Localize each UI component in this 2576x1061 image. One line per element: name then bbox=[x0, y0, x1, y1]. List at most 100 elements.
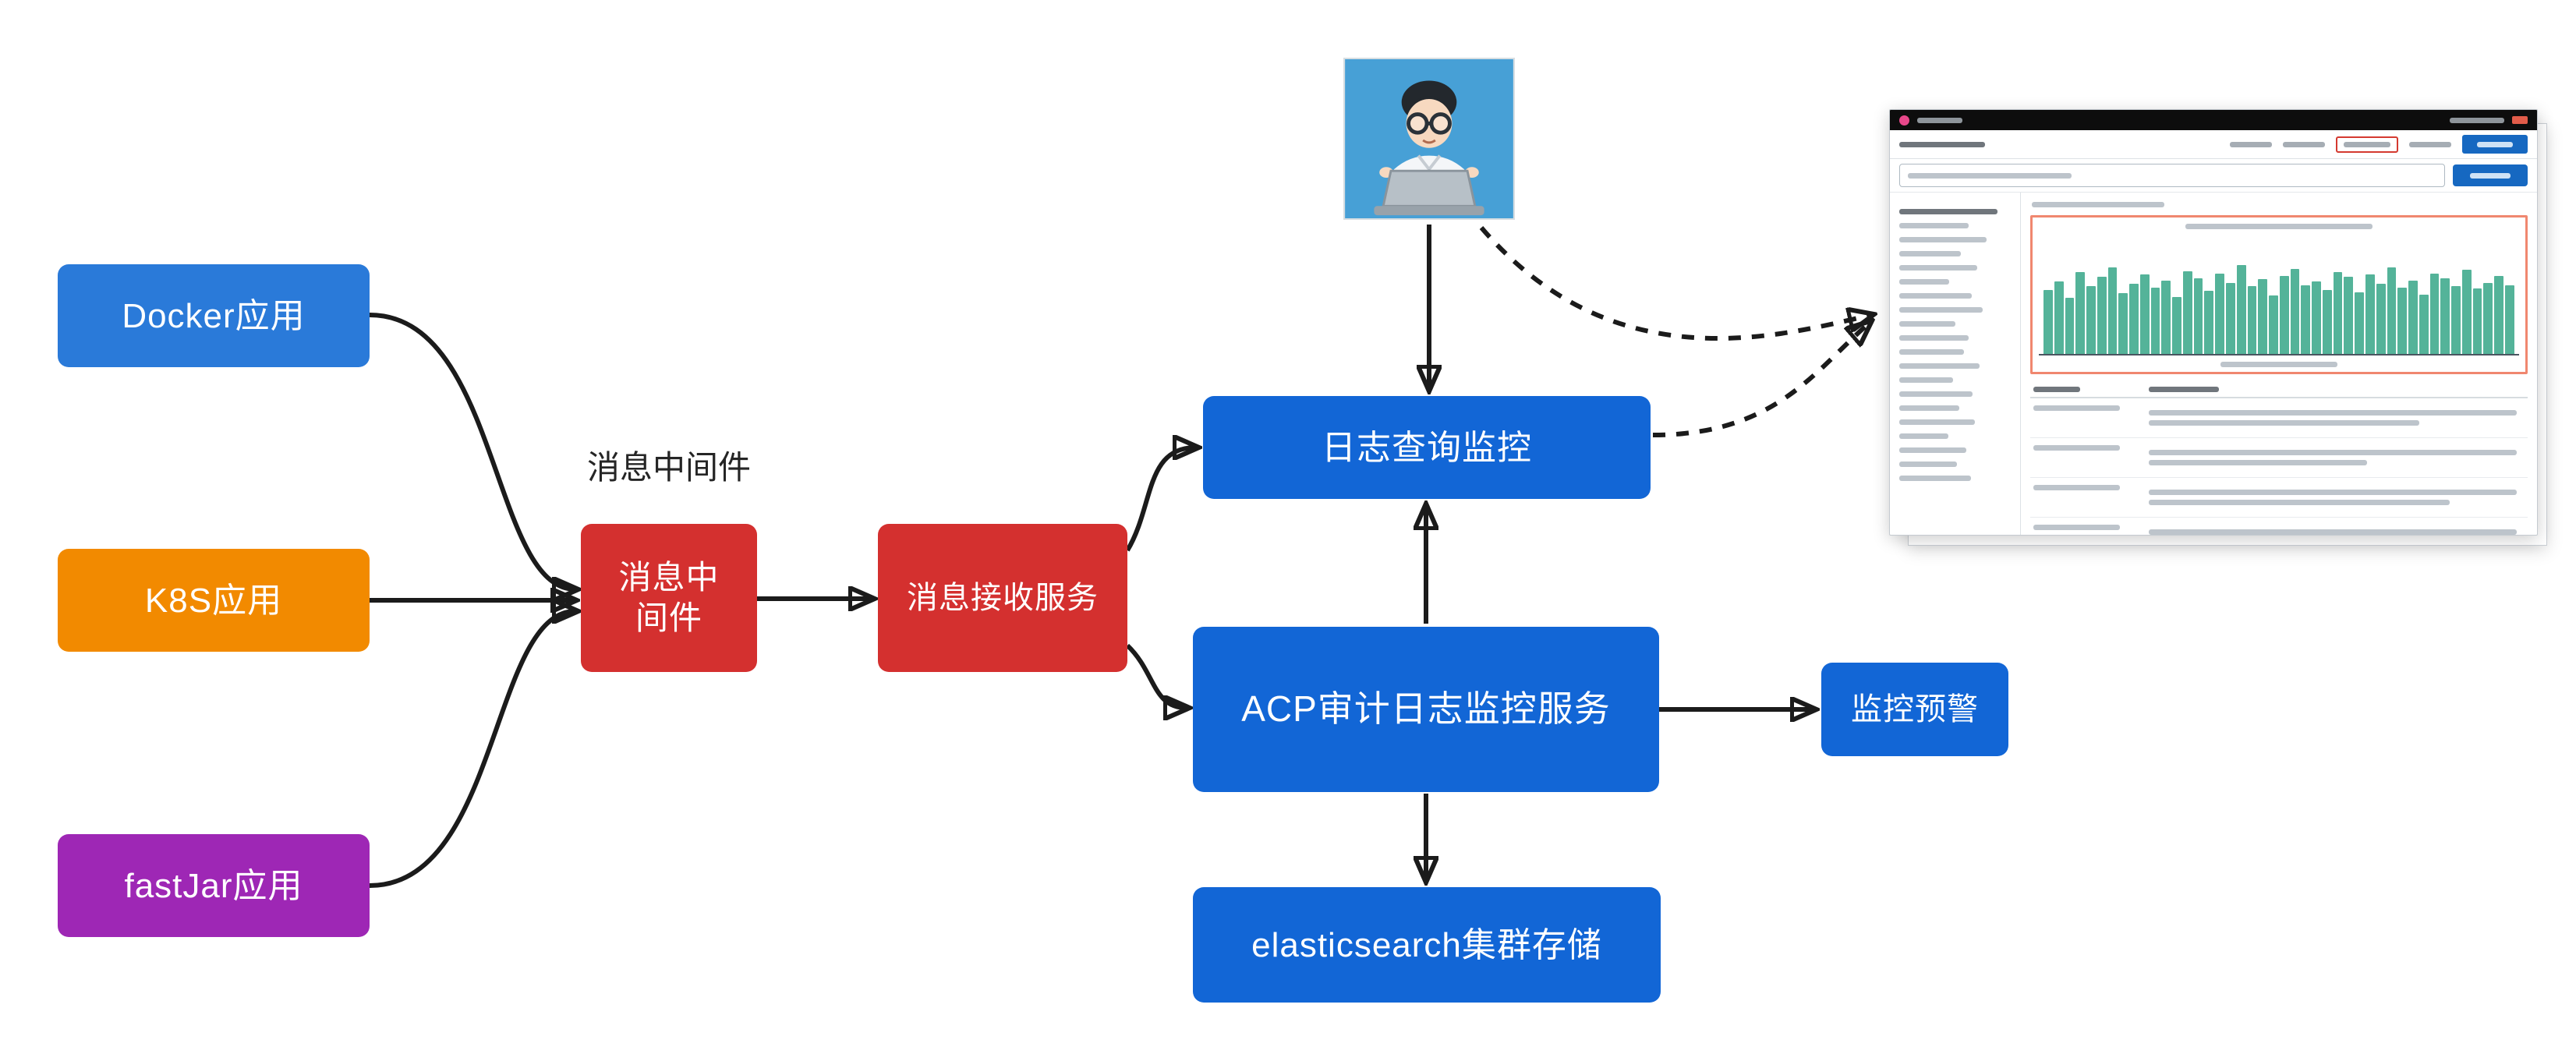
time-range-highlight bbox=[2336, 136, 2398, 153]
result-time-cell bbox=[2033, 445, 2135, 470]
histogram-bar bbox=[2376, 284, 2386, 354]
arrow-receiver-to-acp bbox=[1125, 643, 1187, 708]
histogram-bar bbox=[2269, 295, 2278, 354]
result-source-cell bbox=[2149, 405, 2525, 430]
toolbar-app-title bbox=[1899, 141, 1985, 147]
field-list-line bbox=[1899, 349, 1964, 355]
histogram-bar bbox=[2483, 282, 2493, 354]
dashed-arrow-user-to-dashboard bbox=[1479, 226, 1871, 341]
arrow-fastjar-to-middleware bbox=[369, 611, 575, 888]
dashboard-toolbar bbox=[1890, 130, 2537, 159]
node-middleware-label-line2: 间件 bbox=[635, 599, 702, 636]
result-row bbox=[2030, 438, 2528, 478]
histogram-bar bbox=[2322, 289, 2332, 354]
histogram-bar bbox=[2408, 280, 2418, 354]
middleware-caption: 消息中间件 bbox=[586, 449, 751, 486]
histogram-bar bbox=[2279, 275, 2289, 354]
histogram-bar bbox=[2161, 280, 2171, 354]
kibana-logo-icon bbox=[1899, 115, 1909, 126]
field-list-line bbox=[1899, 419, 1976, 425]
histogram-bar bbox=[2150, 287, 2160, 354]
histogram-bar bbox=[2365, 274, 2375, 354]
field-list-line bbox=[1899, 405, 1960, 411]
result-time-cell bbox=[2033, 525, 2135, 535]
dashboard-field-list bbox=[1890, 193, 2021, 535]
source-column-header bbox=[2149, 387, 2219, 392]
node-message-middleware: 消息中 间件 bbox=[581, 524, 757, 672]
result-row bbox=[2030, 518, 2528, 535]
histogram-bar bbox=[2397, 287, 2408, 354]
histogram-bar bbox=[2333, 272, 2343, 354]
histogram-bar bbox=[2440, 278, 2450, 354]
histogram-bar bbox=[2419, 294, 2429, 354]
result-source-cell bbox=[2149, 525, 2525, 535]
field-list-line bbox=[1899, 363, 1980, 369]
node-k8s-app: K8S应用 bbox=[58, 549, 370, 652]
results-header bbox=[2030, 380, 2528, 398]
update-button-label bbox=[2470, 172, 2511, 179]
node-elasticsearch-storage: elasticsearch集群存储 bbox=[1193, 887, 1661, 1003]
field-list-line bbox=[1899, 433, 1948, 439]
histogram-axis-label bbox=[2220, 362, 2337, 367]
histogram-panel bbox=[2030, 215, 2528, 374]
histogram-bar bbox=[2451, 286, 2461, 354]
histogram-bar bbox=[2043, 289, 2053, 354]
node-docker-app: Docker应用 bbox=[58, 264, 370, 367]
histogram-bar bbox=[2355, 292, 2364, 354]
person-with-laptop-icon bbox=[1345, 59, 1513, 218]
histogram-bar bbox=[2065, 298, 2075, 354]
histogram-bar bbox=[2086, 286, 2096, 354]
histogram-bar bbox=[2344, 277, 2354, 354]
histogram-bar bbox=[2129, 284, 2139, 354]
node-receiver-label: 消息接收服务 bbox=[907, 581, 1099, 615]
time-range-text bbox=[2344, 141, 2390, 147]
field-list-line bbox=[1899, 391, 1973, 397]
node-middleware-label-line1: 消息中 bbox=[618, 558, 720, 596]
histogram-bar bbox=[2236, 265, 2246, 354]
histogram-bar bbox=[2139, 274, 2150, 354]
histogram-bar bbox=[2075, 272, 2086, 354]
field-list-line bbox=[1899, 335, 1969, 341]
refresh-button-label bbox=[2477, 141, 2513, 147]
refresh-button bbox=[2462, 135, 2528, 154]
toolbar-item bbox=[2230, 141, 2272, 147]
result-time-cell bbox=[2033, 405, 2135, 430]
histogram-bar bbox=[2504, 285, 2514, 354]
dashboard-content bbox=[1890, 193, 2537, 535]
histogram-bar bbox=[2215, 273, 2225, 354]
node-message-receiver: 消息接收服务 bbox=[878, 524, 1127, 672]
histogram-bar bbox=[2193, 278, 2203, 354]
node-log-query-monitor: 日志查询监控 bbox=[1203, 396, 1651, 499]
histogram-bar bbox=[2494, 275, 2503, 354]
dashboard-topbar bbox=[1890, 110, 2537, 130]
time-column-header bbox=[2033, 387, 2080, 392]
field-list-line bbox=[1899, 237, 1987, 242]
dashboard-main bbox=[2021, 193, 2537, 535]
histogram-bar bbox=[2182, 271, 2192, 354]
node-log-query-label: 日志查询监控 bbox=[1322, 428, 1532, 467]
histogram-bar bbox=[2226, 282, 2235, 354]
histogram-bar bbox=[2172, 296, 2181, 354]
toolbar-item bbox=[2409, 141, 2451, 147]
dashed-arrow-logquery-to-dashboard bbox=[1652, 323, 1870, 437]
node-monitor-alert-label: 监控预警 bbox=[1851, 692, 1979, 727]
topbar-menu-text bbox=[2450, 117, 2504, 123]
search-query-text bbox=[1908, 172, 2072, 179]
histogram-bar bbox=[2312, 281, 2321, 354]
histogram-bar bbox=[2107, 267, 2118, 354]
field-list-line bbox=[1899, 476, 1971, 481]
histogram-bar bbox=[2054, 281, 2064, 354]
result-source-cell bbox=[2149, 445, 2525, 470]
node-fastjar-label: fastJar应用 bbox=[124, 866, 303, 905]
user-avatar bbox=[1343, 58, 1515, 220]
topbar-title-text bbox=[1917, 117, 1962, 123]
histogram-title bbox=[2185, 224, 2373, 229]
field-list-line bbox=[1899, 251, 1961, 256]
field-list-line bbox=[1899, 447, 1966, 453]
histogram-bar bbox=[2204, 291, 2214, 354]
arrow-docker-to-middleware bbox=[369, 313, 575, 589]
field-list-line bbox=[1899, 279, 1950, 285]
field-list-line bbox=[1899, 462, 1958, 467]
update-button bbox=[2453, 164, 2528, 186]
